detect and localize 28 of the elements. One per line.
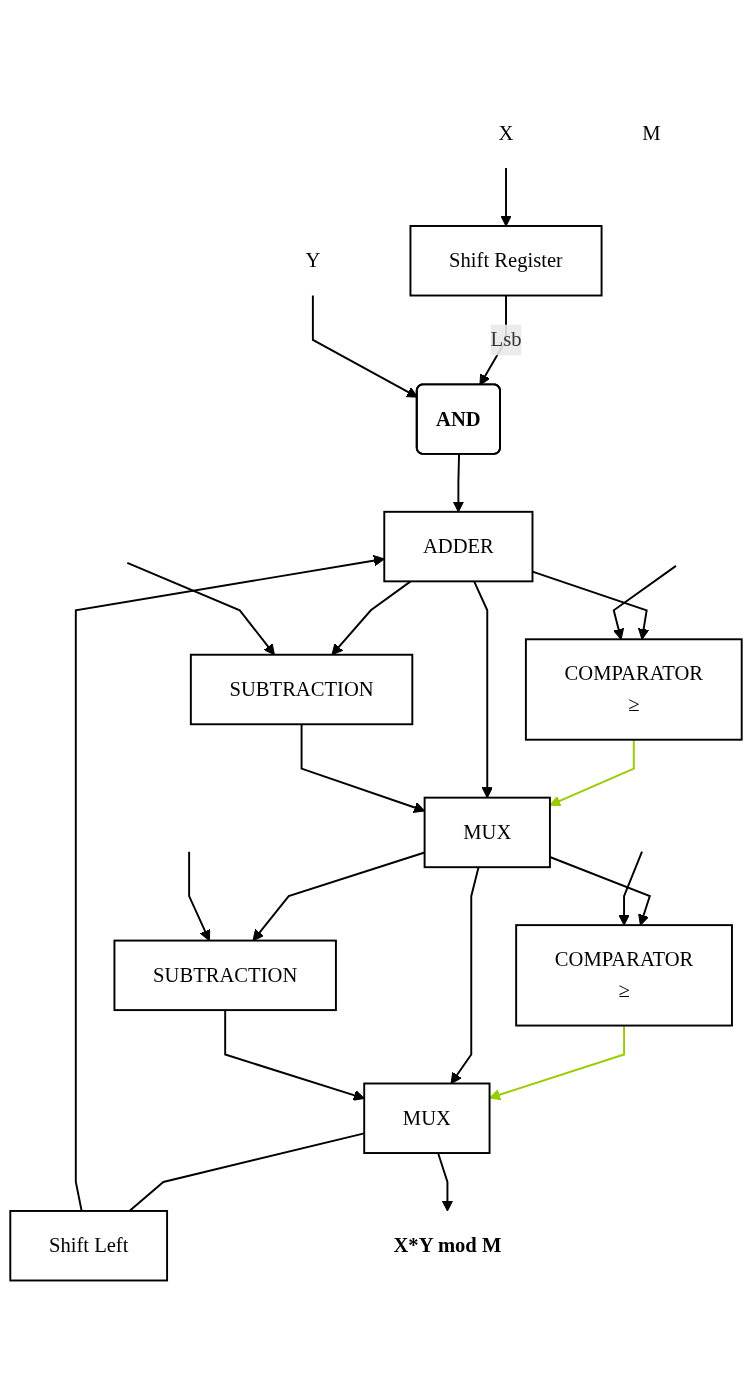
arrow: [489, 1024, 625, 1101]
node-box: COMPARATOR ≥: [515, 924, 733, 1027]
node-box: MUX: [423, 796, 551, 869]
arrow: [612, 564, 677, 640]
arrow: [549, 738, 635, 807]
node-text: Y: [305, 249, 321, 272]
arrow: [126, 561, 275, 656]
node-box: Shift Register: [409, 225, 603, 297]
arrow: [452, 453, 465, 513]
node-text: X: [498, 121, 514, 144]
node-box: Shift Left: [9, 1210, 169, 1282]
node-box: ADDER: [383, 510, 534, 583]
node-box: COMPARATOR ≥: [524, 638, 743, 741]
arrow: [188, 850, 211, 942]
arrow: [74, 555, 385, 1212]
arrow: [473, 580, 493, 799]
arrow: [437, 1152, 454, 1212]
arrow: [331, 580, 412, 656]
node-box: SUBTRACTION: [113, 939, 337, 1012]
arrow: [618, 850, 643, 926]
arrow: [224, 1009, 365, 1101]
node-box: SUBTRACTION: [189, 653, 414, 726]
arrow: [500, 167, 512, 227]
node-text: M: [642, 121, 661, 144]
node-text: X*Y mod M: [393, 1234, 502, 1257]
node-box: MUX: [363, 1082, 491, 1154]
edge-label: Lsb: [490, 328, 522, 351]
arrow: [450, 866, 480, 1084]
